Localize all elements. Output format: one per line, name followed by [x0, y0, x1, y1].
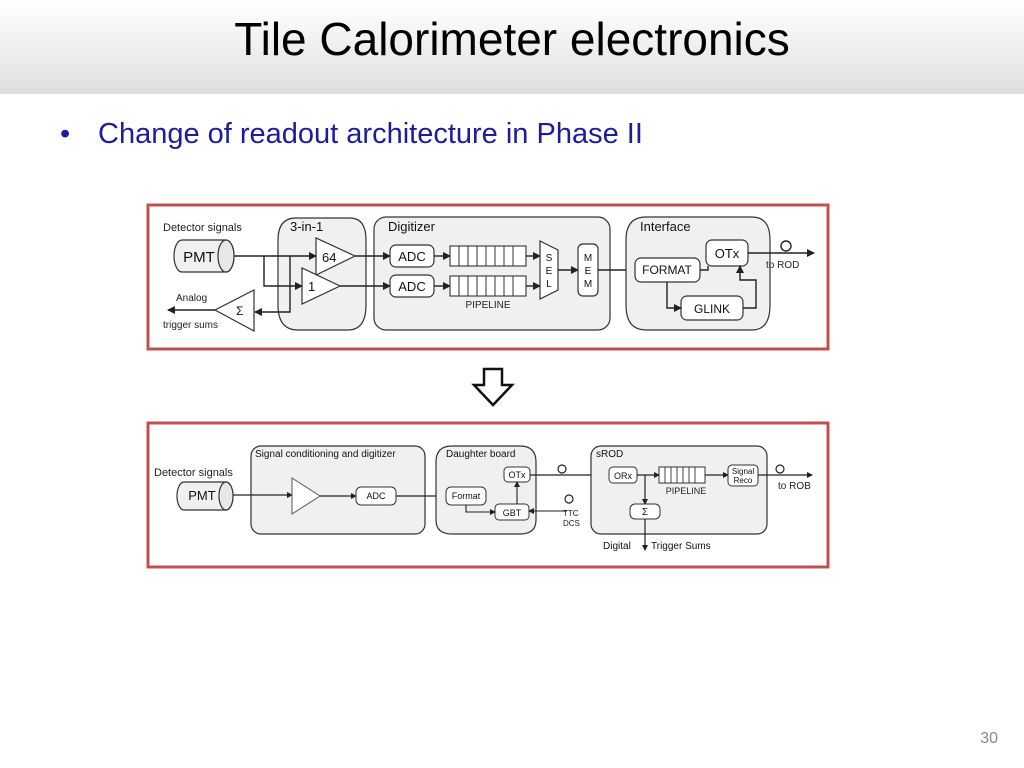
adc-1-label: ADC [398, 249, 425, 264]
adc-label-bottom: ADC [366, 491, 386, 501]
otx-label-bottom: OTx [509, 470, 526, 480]
bullet-text: Change of readout architecture in Phase … [98, 118, 643, 150]
connector-circle-ttc [564, 494, 574, 504]
ttc-label: TTC [563, 509, 579, 518]
pipeline-bottom [658, 466, 706, 484]
page-number: 30 [980, 730, 998, 747]
connector-circle-rob [775, 464, 785, 474]
gbt-label: GBT [503, 508, 522, 518]
pmt-cylinder: PMT [173, 239, 235, 273]
detector-signals-label: Detector signals [163, 222, 242, 234]
to-rod-label: to ROD [766, 260, 799, 271]
pipeline-label-bottom: PIPELINE [666, 486, 707, 496]
to-rob-label: to ROB [778, 481, 811, 492]
mem-letter-e: E [585, 266, 592, 277]
trigger-sums-label: trigger sums [163, 320, 218, 331]
down-arrow-icon [471, 367, 515, 407]
digitizer-block [373, 216, 611, 331]
otx-label-top: OTx [715, 246, 740, 261]
amplifier-bottom [291, 477, 321, 515]
slide-title: Tile Calorimeter electronics [234, 13, 790, 65]
format-label-top: FORMAT [642, 263, 692, 277]
title-bar [0, 0, 1024, 94]
pipeline-label-top: PIPELINE [465, 300, 510, 311]
adc-2-label: ADC [398, 279, 425, 294]
interface-label: Interface [640, 219, 691, 234]
gain-high-label: 64 [322, 250, 336, 265]
digitizer-label: Digitizer [388, 219, 436, 234]
detector-signals-label-bottom: Detector signals [154, 467, 233, 479]
gain-low-label: 1 [308, 279, 315, 294]
sel-letter-l: L [546, 279, 552, 290]
format-label-bottom: Format [452, 491, 481, 501]
connector-circle-top [780, 240, 792, 252]
digital-label: Digital [603, 541, 631, 552]
bottom-diagram: Detector signals PMT Signal conditioning… [146, 421, 830, 569]
sel-multiplexer [539, 240, 559, 300]
top-diagram: Detector signals PMT 3-in-1 64 1 Σ Analo… [146, 203, 830, 351]
signal-label: Signal [732, 467, 754, 476]
pmt-label: PMT [183, 249, 215, 266]
mem-letter-m2: M [584, 279, 592, 290]
signal-conditioning-label: Signal conditioning and digitizer [255, 449, 396, 460]
bullet-item: • Change of readout architecture in Phase… [60, 118, 643, 151]
sum-amplifier [213, 289, 255, 333]
connector-circle-link [557, 464, 567, 474]
sel-letter-s: S [546, 253, 553, 264]
pmt-label-bottom: PMT [188, 488, 216, 503]
dcs-label: DCS [563, 519, 580, 528]
three-in-one-block [277, 217, 367, 331]
daughter-board-label: Daughter board [446, 449, 516, 460]
sum-symbol-bottom: Σ [642, 507, 648, 518]
glink-label: GLINK [694, 302, 730, 316]
trigger-sums-label-bottom: Trigger Sums [651, 541, 711, 552]
reco-label: Reco [734, 476, 753, 485]
sel-letter-e: E [546, 266, 553, 277]
srod-label: sROD [596, 449, 623, 460]
pipeline-2 [449, 275, 527, 297]
orx-label: ORx [614, 471, 633, 481]
analog-label: Analog [176, 293, 207, 304]
pmt-cylinder-bottom: PMT [176, 481, 234, 511]
three-in-one-label: 3-in-1 [290, 219, 323, 234]
sum-symbol-top: Σ [236, 304, 243, 318]
pipeline-1 [449, 245, 527, 267]
mem-letter-m1: M [584, 253, 592, 264]
bullet-dot: • [60, 118, 71, 150]
